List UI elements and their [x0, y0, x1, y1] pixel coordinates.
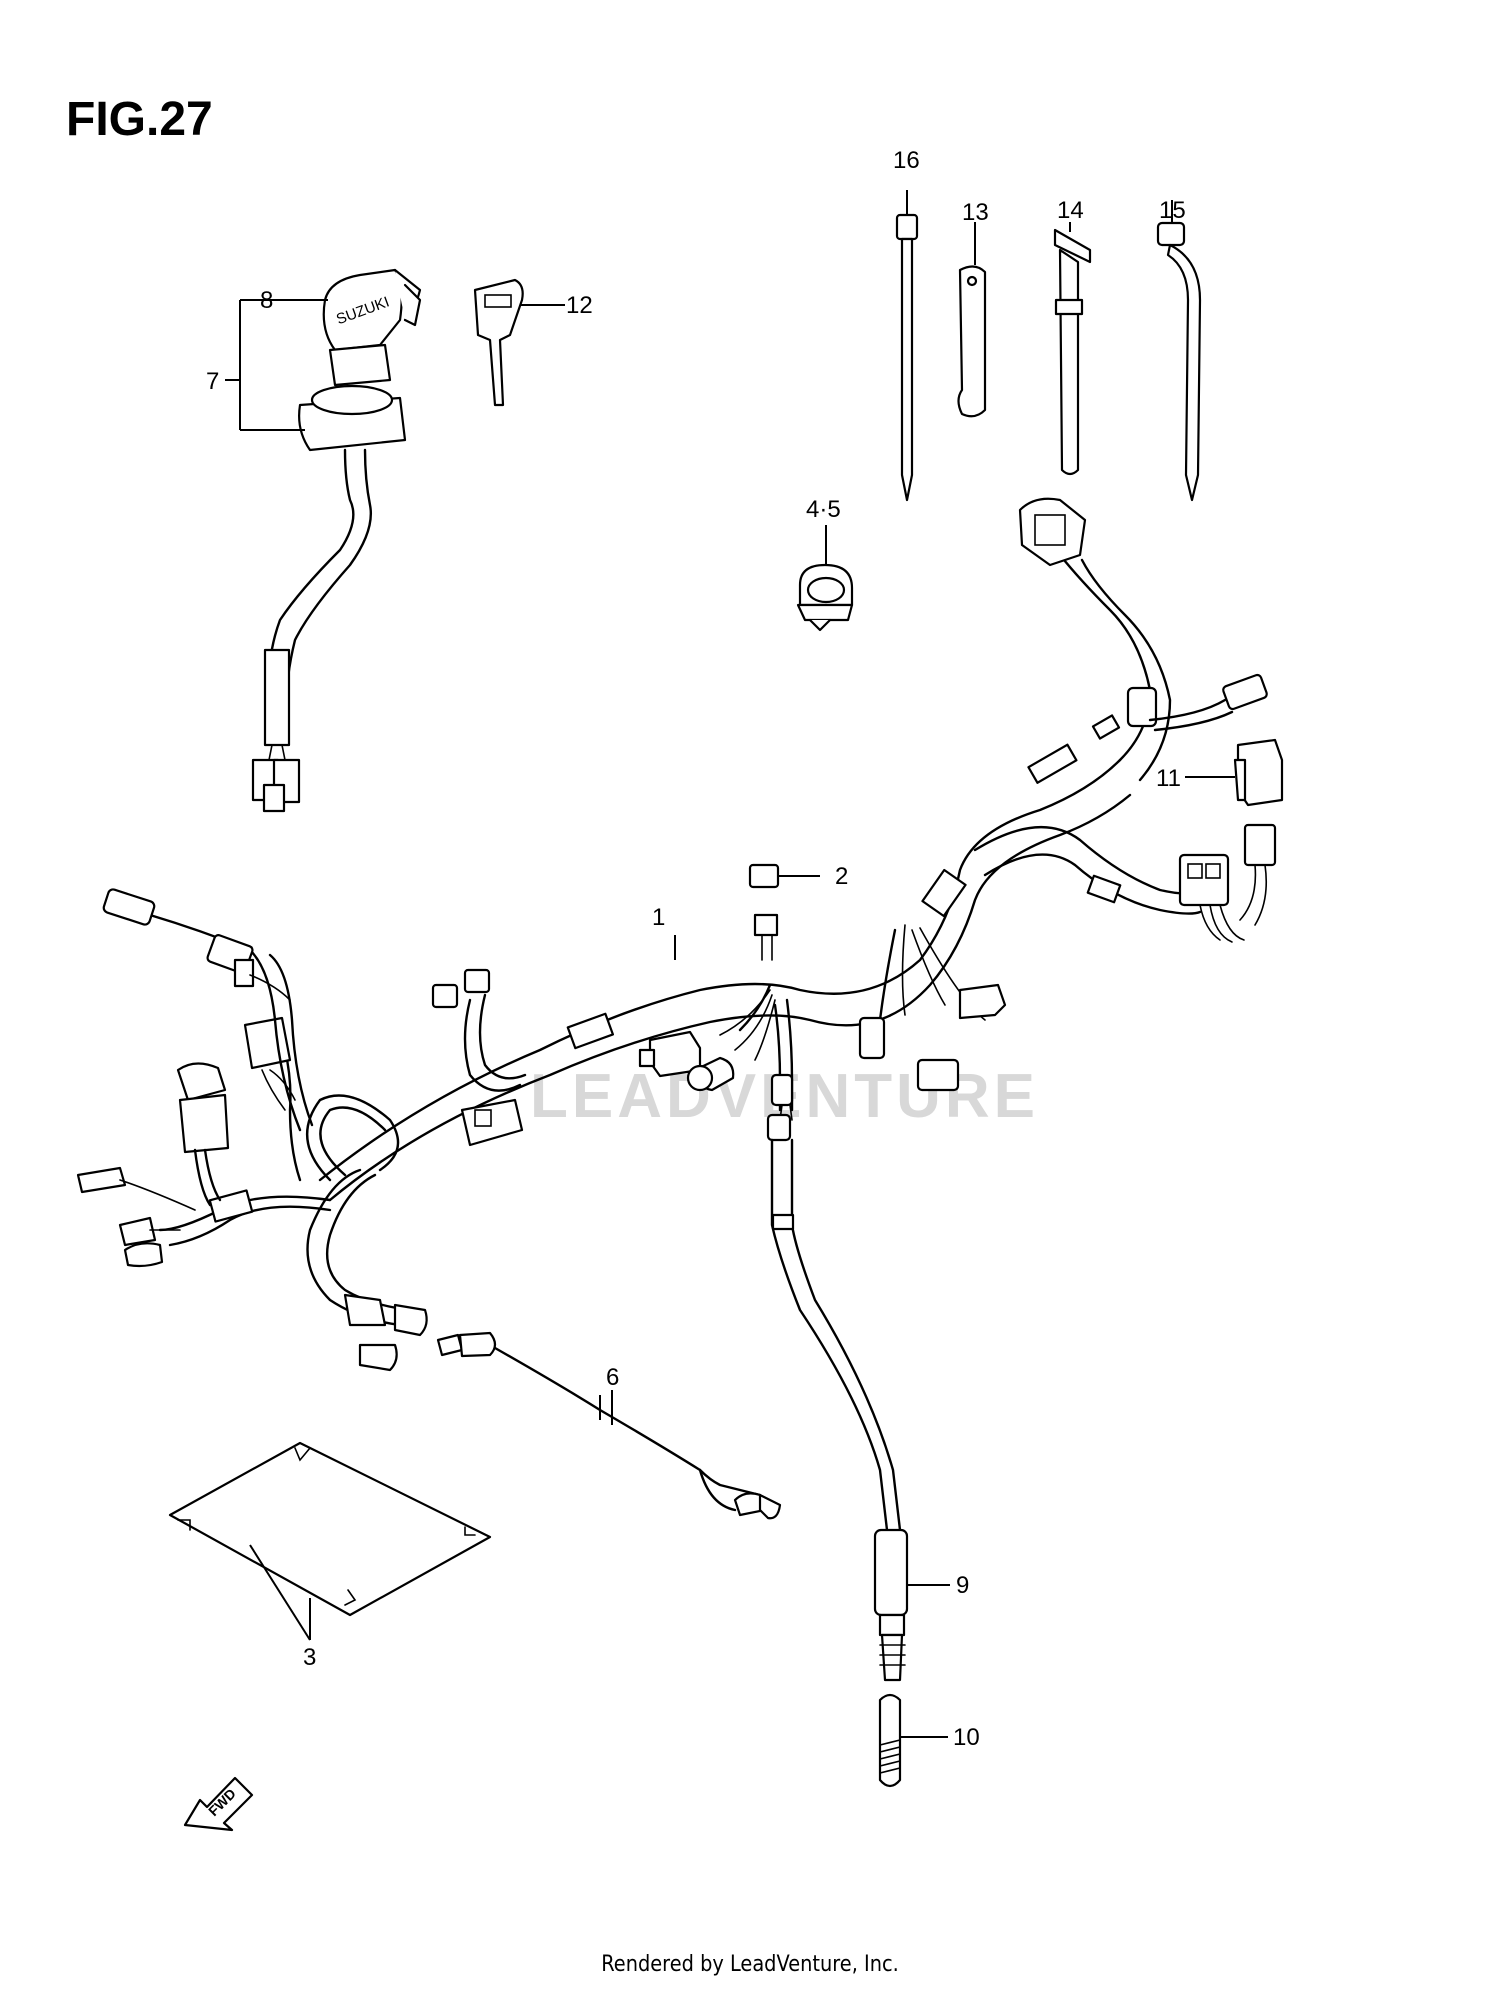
part-12-key: [473, 278, 565, 407]
part-1-main-harness: [76, 497, 1284, 1532]
callout-6: 6: [606, 1364, 619, 1391]
callout-2: 2: [835, 863, 848, 890]
part-15-cable-tie: [1156, 200, 1202, 502]
callout-13: 13: [962, 199, 989, 226]
part-16-cable-tie: [895, 190, 919, 502]
callout-7: 7: [206, 368, 219, 395]
leader-3: [249, 1544, 311, 1641]
figure-title: FIG.27: [66, 93, 213, 146]
callout-14: 14: [1057, 197, 1084, 224]
part-6-sub-harness: [436, 1331, 782, 1520]
callout-4-5: 4·5: [806, 496, 841, 523]
part-4-5-clamp: [796, 525, 854, 632]
part-14-band: [1053, 222, 1092, 476]
callout-15: 15: [1159, 197, 1186, 224]
part-10-bolt: [878, 1693, 948, 1788]
footer-credit: Rendered by LeadVenture, Inc.: [601, 1952, 899, 1977]
callout-10: 10: [953, 1724, 980, 1751]
callout-12: 12: [566, 292, 593, 319]
callout-11: 11: [1156, 765, 1181, 792]
callout-9: 9: [956, 1572, 969, 1599]
fwd-arrow-icon: FWD: [183, 1776, 254, 1832]
callout-8: 8: [260, 287, 273, 314]
part-9-sensor: [873, 1528, 950, 1682]
callout-16: 16: [893, 147, 920, 174]
part-7-8-ignition-switch: SUZUKI: [225, 268, 422, 813]
part-3-sheet: [168, 1441, 492, 1640]
callout-3: 3: [303, 1644, 316, 1671]
callout-1: 1: [652, 904, 665, 931]
part-13-clamp: [957, 222, 987, 418]
